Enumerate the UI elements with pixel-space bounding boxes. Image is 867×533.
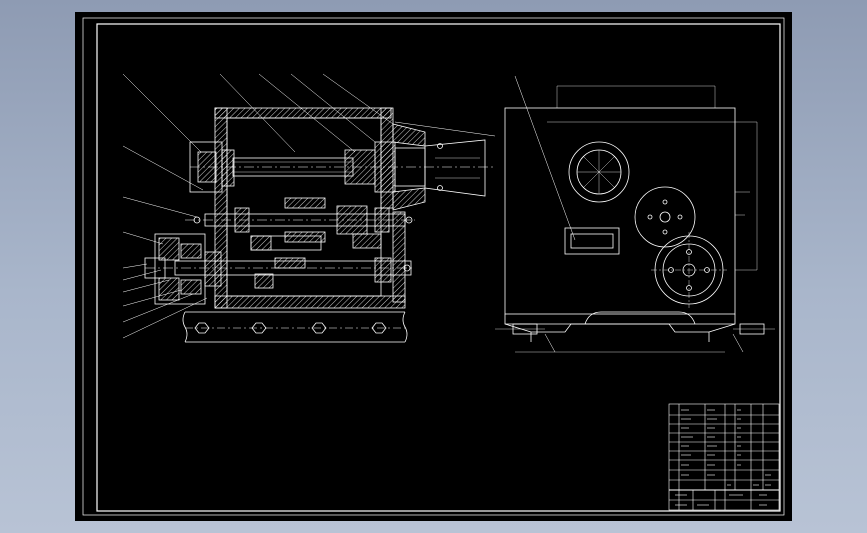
base-bolts bbox=[194, 322, 387, 334]
right-view-leader-lines bbox=[514, 75, 576, 241]
middle-shaft bbox=[204, 213, 406, 227]
title-block[interactable] bbox=[668, 403, 780, 511]
assembly-drawing bbox=[82, 17, 785, 516]
left-view-leader-lines bbox=[122, 73, 496, 339]
spindle-nose bbox=[424, 139, 486, 197]
spindle-bore bbox=[568, 141, 630, 203]
middle-bearing bbox=[634, 186, 696, 248]
cad-viewport[interactable] bbox=[75, 12, 792, 521]
inner-frame bbox=[96, 23, 781, 512]
base-foot bbox=[504, 314, 736, 325]
gearbox-body bbox=[504, 107, 736, 315]
title-block-marks bbox=[675, 409, 771, 506]
bottom-shaft bbox=[174, 260, 412, 276]
end-view bbox=[495, 85, 775, 353]
housing-bottom-wall bbox=[214, 295, 406, 309]
outer-frame bbox=[82, 17, 785, 516]
nameplate bbox=[564, 227, 620, 255]
sectional-view bbox=[144, 107, 495, 343]
